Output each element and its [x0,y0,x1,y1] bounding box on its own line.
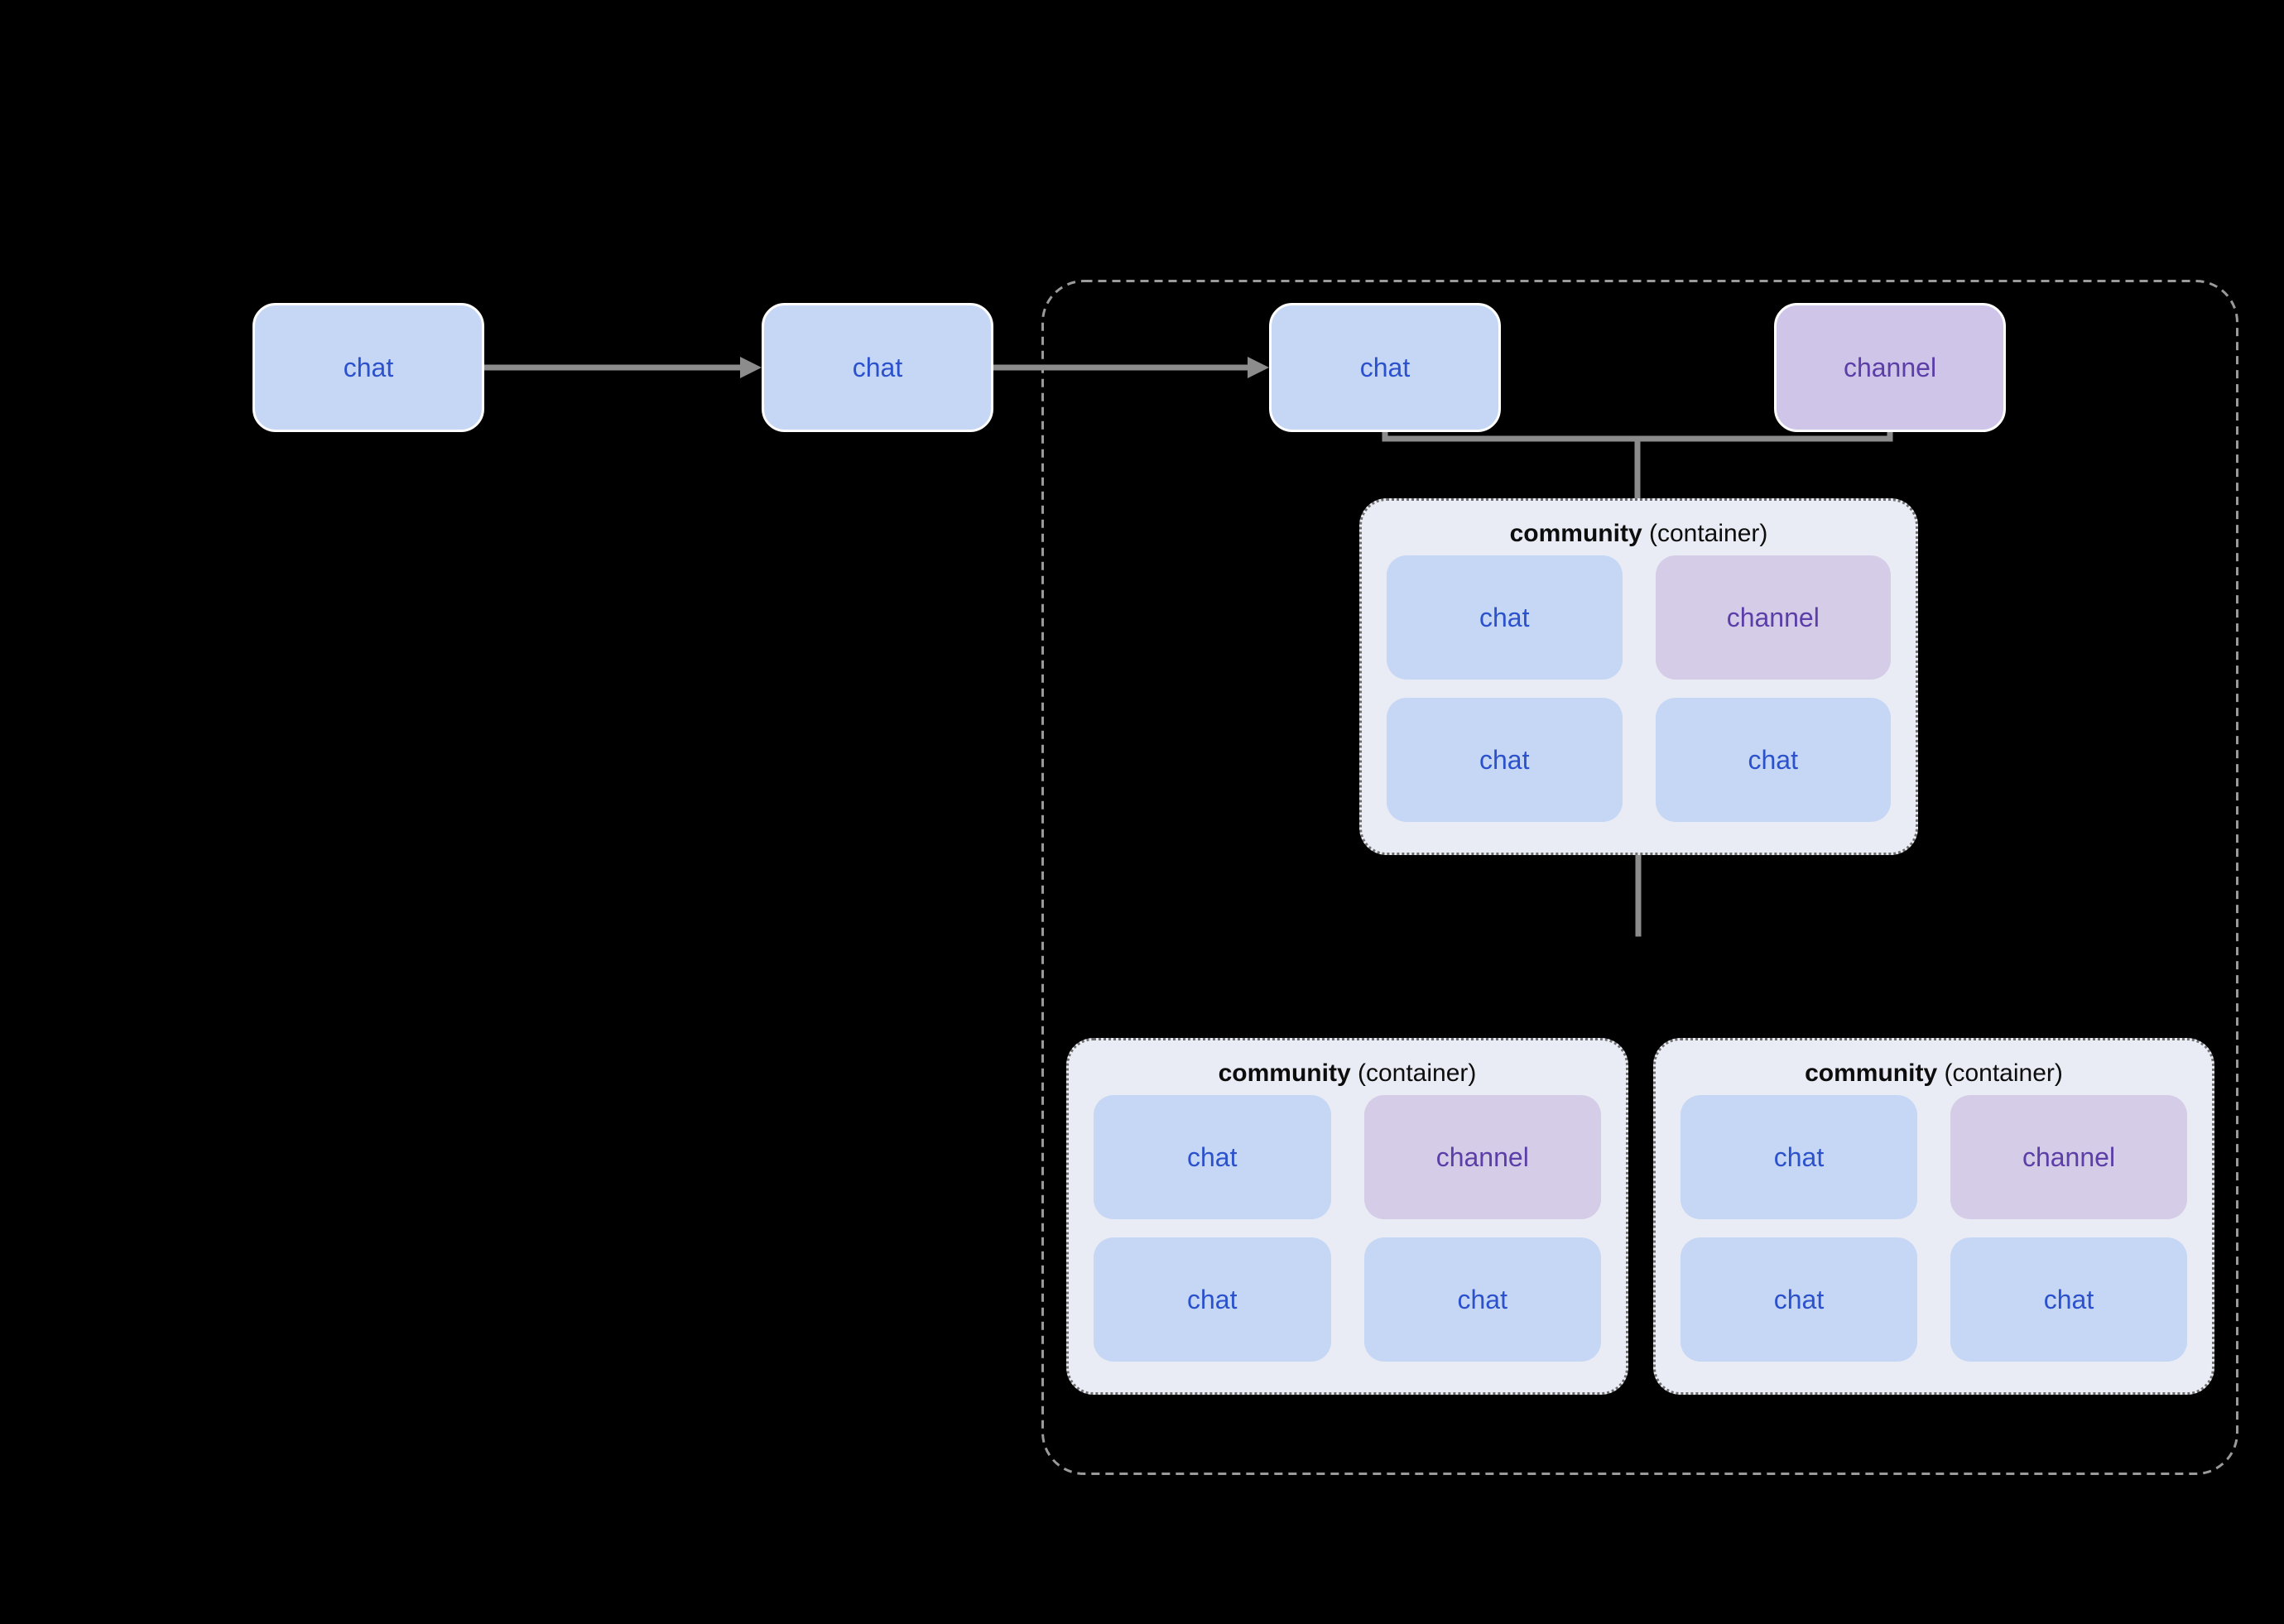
chat-node-label: chat [1187,1141,1238,1172]
community-title-suffix: (container) [1937,1059,2063,1087]
community-grid: chat channel chat chat [1094,1095,1601,1362]
chat-node: chat [1363,1237,1601,1362]
community-title: community (container) [1094,1052,1601,1095]
community-title-bold: community [1218,1059,1351,1087]
community-grid: chat channel chat chat [1681,1095,2187,1362]
elbow-connector-to-community [1382,429,1893,502]
community-container-top: community (container) chat channel chat … [1359,498,1918,855]
channel-node-label: channel [1435,1141,1529,1172]
chat-node-2-label: chat [852,352,903,382]
chat-node-label: chat [1457,1284,1507,1314]
chat-node-label: chat [2043,1284,2094,1314]
chat-node-2: chat [762,303,993,432]
chat-node: chat [1681,1095,1917,1219]
community-title-bold: community [1509,520,1642,547]
chat-node-label: chat [1187,1284,1238,1314]
chat-node-label: chat [1773,1141,1825,1172]
channel-node-label: channel [1726,602,1820,632]
chat-node: chat [1387,698,1623,822]
arrow-chat2-to-chat3-head [1248,357,1269,378]
chat-node-3-label: chat [1359,352,1411,382]
chat-node-label: chat [1773,1284,1825,1314]
community-title-bold: community [1805,1059,1938,1087]
dashed-group-container [1041,280,2238,1475]
community-container-bottom-right: community (container) chat channel chat … [1653,1038,2214,1395]
chat-node: chat [1094,1237,1331,1362]
chat-node: chat [1950,1237,2187,1362]
channel-node-label: channel [2022,1141,2116,1172]
community-grid: chat channel chat chat [1387,555,1891,822]
chat-node: chat [1681,1237,1917,1362]
community-title-suffix: (container) [1642,520,1768,547]
arrow-chat1-to-chat2-head [740,357,762,378]
chat-node-label: chat [1479,744,1530,775]
chat-node: chat [1094,1095,1331,1219]
channel-node: channel [1950,1095,2187,1219]
chat-node-3: chat [1269,303,1501,432]
community-title-suffix: (container) [1350,1059,1477,1087]
chat-node-label: chat [1748,744,1798,775]
channel-node: channel [1655,555,1891,680]
chat-node: chat [1387,555,1623,680]
community-title: community (container) [1387,512,1891,555]
chat-node: chat [1655,698,1891,822]
chat-node-1: chat [252,303,484,432]
chat-node-1-label: chat [343,352,394,382]
community-container-bottom-left: community (container) chat channel chat … [1066,1038,1628,1395]
channel-node: channel [1363,1095,1601,1219]
community-title: community (container) [1681,1052,2187,1095]
channel-node: channel [1774,303,2006,432]
channel-node-label: channel [1843,352,1937,382]
chat-node-label: chat [1479,602,1530,632]
